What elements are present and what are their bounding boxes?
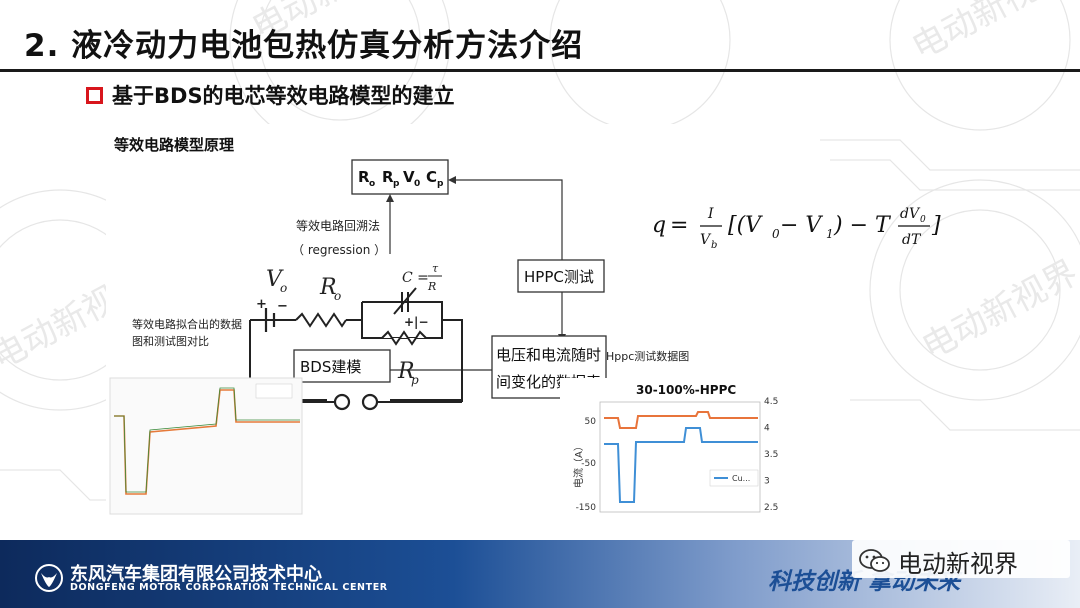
parameters-box: [351, 159, 449, 195]
title-divider: [0, 69, 1080, 72]
resistor-rp: [381, 330, 427, 346]
hppc-current-line: [604, 427, 758, 503]
battery-plus-sign: +: [256, 297, 267, 312]
diagram-heading: 等效电路模型原理: [114, 136, 234, 154]
slide-subtitle: 基于BDS的电芯等效电路模型的建立: [112, 84, 455, 108]
capacitance-eq-label: C =: [402, 270, 429, 286]
hppc-right-tick: 3.5: [764, 450, 778, 460]
hppc-right-tick: 4: [764, 424, 770, 434]
fit-comparison-line2: 图和测试图对比: [132, 334, 209, 348]
bds-modeling-box: [293, 349, 391, 383]
formula-q: q: [652, 213, 666, 238]
hppc-right-tick: 3: [764, 477, 770, 487]
data-table-line1: 电压和电流随时: [496, 346, 601, 364]
bullet-square-icon: [86, 87, 103, 104]
param-rp-sub: p: [393, 179, 400, 189]
hppc-left-tick: 50: [585, 417, 597, 427]
svg-text:电动新视: 电动新视: [905, 0, 1044, 68]
fit-line-measured: [114, 387, 300, 493]
param-ro-sub: o: [369, 179, 375, 189]
capacitor-polarity: +|−: [404, 315, 429, 329]
dongfeng-logo-icon: [35, 564, 63, 592]
param-v-sub: 0: [414, 179, 420, 189]
hppc-left-tick: -150: [576, 503, 597, 513]
formula-v1-sub: 1: [826, 227, 834, 241]
param-c-letter: C: [426, 168, 437, 186]
formula-i: I: [707, 206, 714, 222]
param-cp-sub: p: [437, 179, 444, 189]
capacitor-c: [362, 287, 442, 315]
hppc-right-tick: 4.5: [764, 397, 778, 407]
param-v-letter: V: [403, 168, 415, 186]
fit-chart-legend: [255, 383, 293, 399]
formula-vb: V: [700, 232, 712, 248]
regression-label: 等效电路回溯法: [296, 218, 380, 233]
hppc-legend: [709, 469, 759, 487]
hppc-graph-label: Hppc测试数据图: [606, 349, 689, 363]
watermark-tag: [852, 540, 1070, 578]
hppc-left-tick: -50: [581, 459, 596, 469]
bds-modeling-label: BDS建模: [300, 358, 361, 376]
ro-o-sub: o: [334, 289, 341, 303]
hppc-legend-label: Cu...: [732, 474, 750, 483]
capacitance-tau: τ: [432, 262, 439, 275]
rp-p-sub: p: [411, 373, 419, 387]
resistor-ro: [295, 312, 347, 328]
voltage-v-label: V: [266, 267, 284, 292]
formula-vb-sub: b: [711, 240, 717, 251]
heat-generation-formula: q = I V b [(V 0 − V 1 ) − T dV 0 dT ]: [652, 206, 941, 251]
formula-close-t: ) − T: [833, 213, 892, 238]
formula-end: ]: [931, 213, 941, 238]
svg-text:电动新视界: 电动新视界: [915, 253, 1080, 368]
hppc-y-axis-label: 电流（A）: [572, 441, 585, 488]
hppc-right-tick: 2.5: [764, 503, 778, 513]
capacitance-r-denom: R: [427, 280, 436, 293]
voltage-o-sub: o: [280, 281, 287, 295]
regression-en-label: （ regression ）: [292, 243, 386, 257]
ro-r-label: R: [319, 275, 337, 300]
footer-company-cn: 东风汽车集团有限公司技术中心: [70, 564, 322, 585]
rp-r-label: R: [397, 359, 415, 384]
footer-company-en: DONGFENG MOTOR CORPORATION TECHNICAL CEN…: [70, 582, 388, 593]
param-rp-letter: R: [382, 168, 394, 186]
formula-dv-sub: 0: [920, 215, 926, 225]
fit-comparison-line1: 等效电路拟合出的数据: [132, 317, 242, 331]
hppc-chart: 30-100%-HPPC 50 -50 -150 4.5 4 3.5 3 2.5 电流（A）…: [560, 378, 786, 520]
hppc-voltage-line: [604, 411, 758, 429]
terminal-left: [333, 393, 351, 411]
param-r-letter: R: [358, 168, 370, 186]
formula-dt: dT: [902, 232, 922, 248]
hppc-test-label: HPPC测试: [524, 268, 594, 286]
formula-equals: =: [670, 213, 688, 238]
fit-comparison-chart: [109, 377, 303, 515]
formula-dv: dV: [900, 206, 921, 222]
formula-minus-v: − V: [780, 213, 823, 238]
terminal-right: [361, 393, 379, 411]
hppc-test-box: [517, 259, 605, 293]
battery-minus-sign: −: [277, 299, 288, 314]
wechat-icon: [859, 549, 890, 572]
slide-title: 2. 液冷动力电池包热仿真分析方法介绍: [24, 28, 584, 64]
formula-bracket: [(V: [728, 213, 763, 238]
hppc-chart-title: 30-100%-HPPC: [636, 383, 736, 397]
formula-v0-sub: 0: [772, 227, 780, 241]
watermark-text: 电动新视界: [898, 550, 1018, 578]
